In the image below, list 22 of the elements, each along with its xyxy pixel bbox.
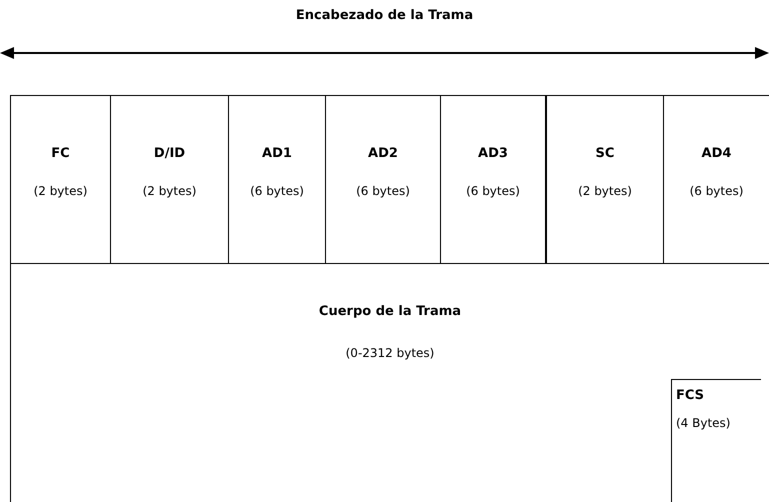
field-box [671, 379, 761, 502]
field-size: (2 bytes) [577, 184, 633, 198]
field-name: AD3 [477, 146, 509, 161]
field-size: (6 bytes) [249, 184, 305, 198]
field-size: (6 bytes) [355, 184, 411, 198]
field-box [10, 95, 111, 264]
field-name: AD2 [367, 146, 399, 161]
dimension-label: Encabezado de la Trama [294, 8, 474, 23]
field-name: AD4 [700, 146, 732, 161]
field-size: (0-2312 bytes) [344, 346, 436, 360]
field-name: SC [594, 146, 616, 161]
field-box [545, 95, 664, 264]
field-name: FCS [676, 388, 704, 403]
field-size: (6 bytes) [688, 184, 744, 198]
field-size: (2 bytes) [32, 184, 88, 198]
field-name: D/ID [152, 146, 186, 161]
field-size: (6 bytes) [465, 184, 521, 198]
field-name: Cuerpo de la Trama [318, 304, 462, 319]
field-name: AD1 [261, 146, 293, 161]
field-size: (4 Bytes) [676, 416, 730, 430]
field-name: FC [50, 146, 71, 161]
field-size: (2 bytes) [142, 184, 198, 198]
